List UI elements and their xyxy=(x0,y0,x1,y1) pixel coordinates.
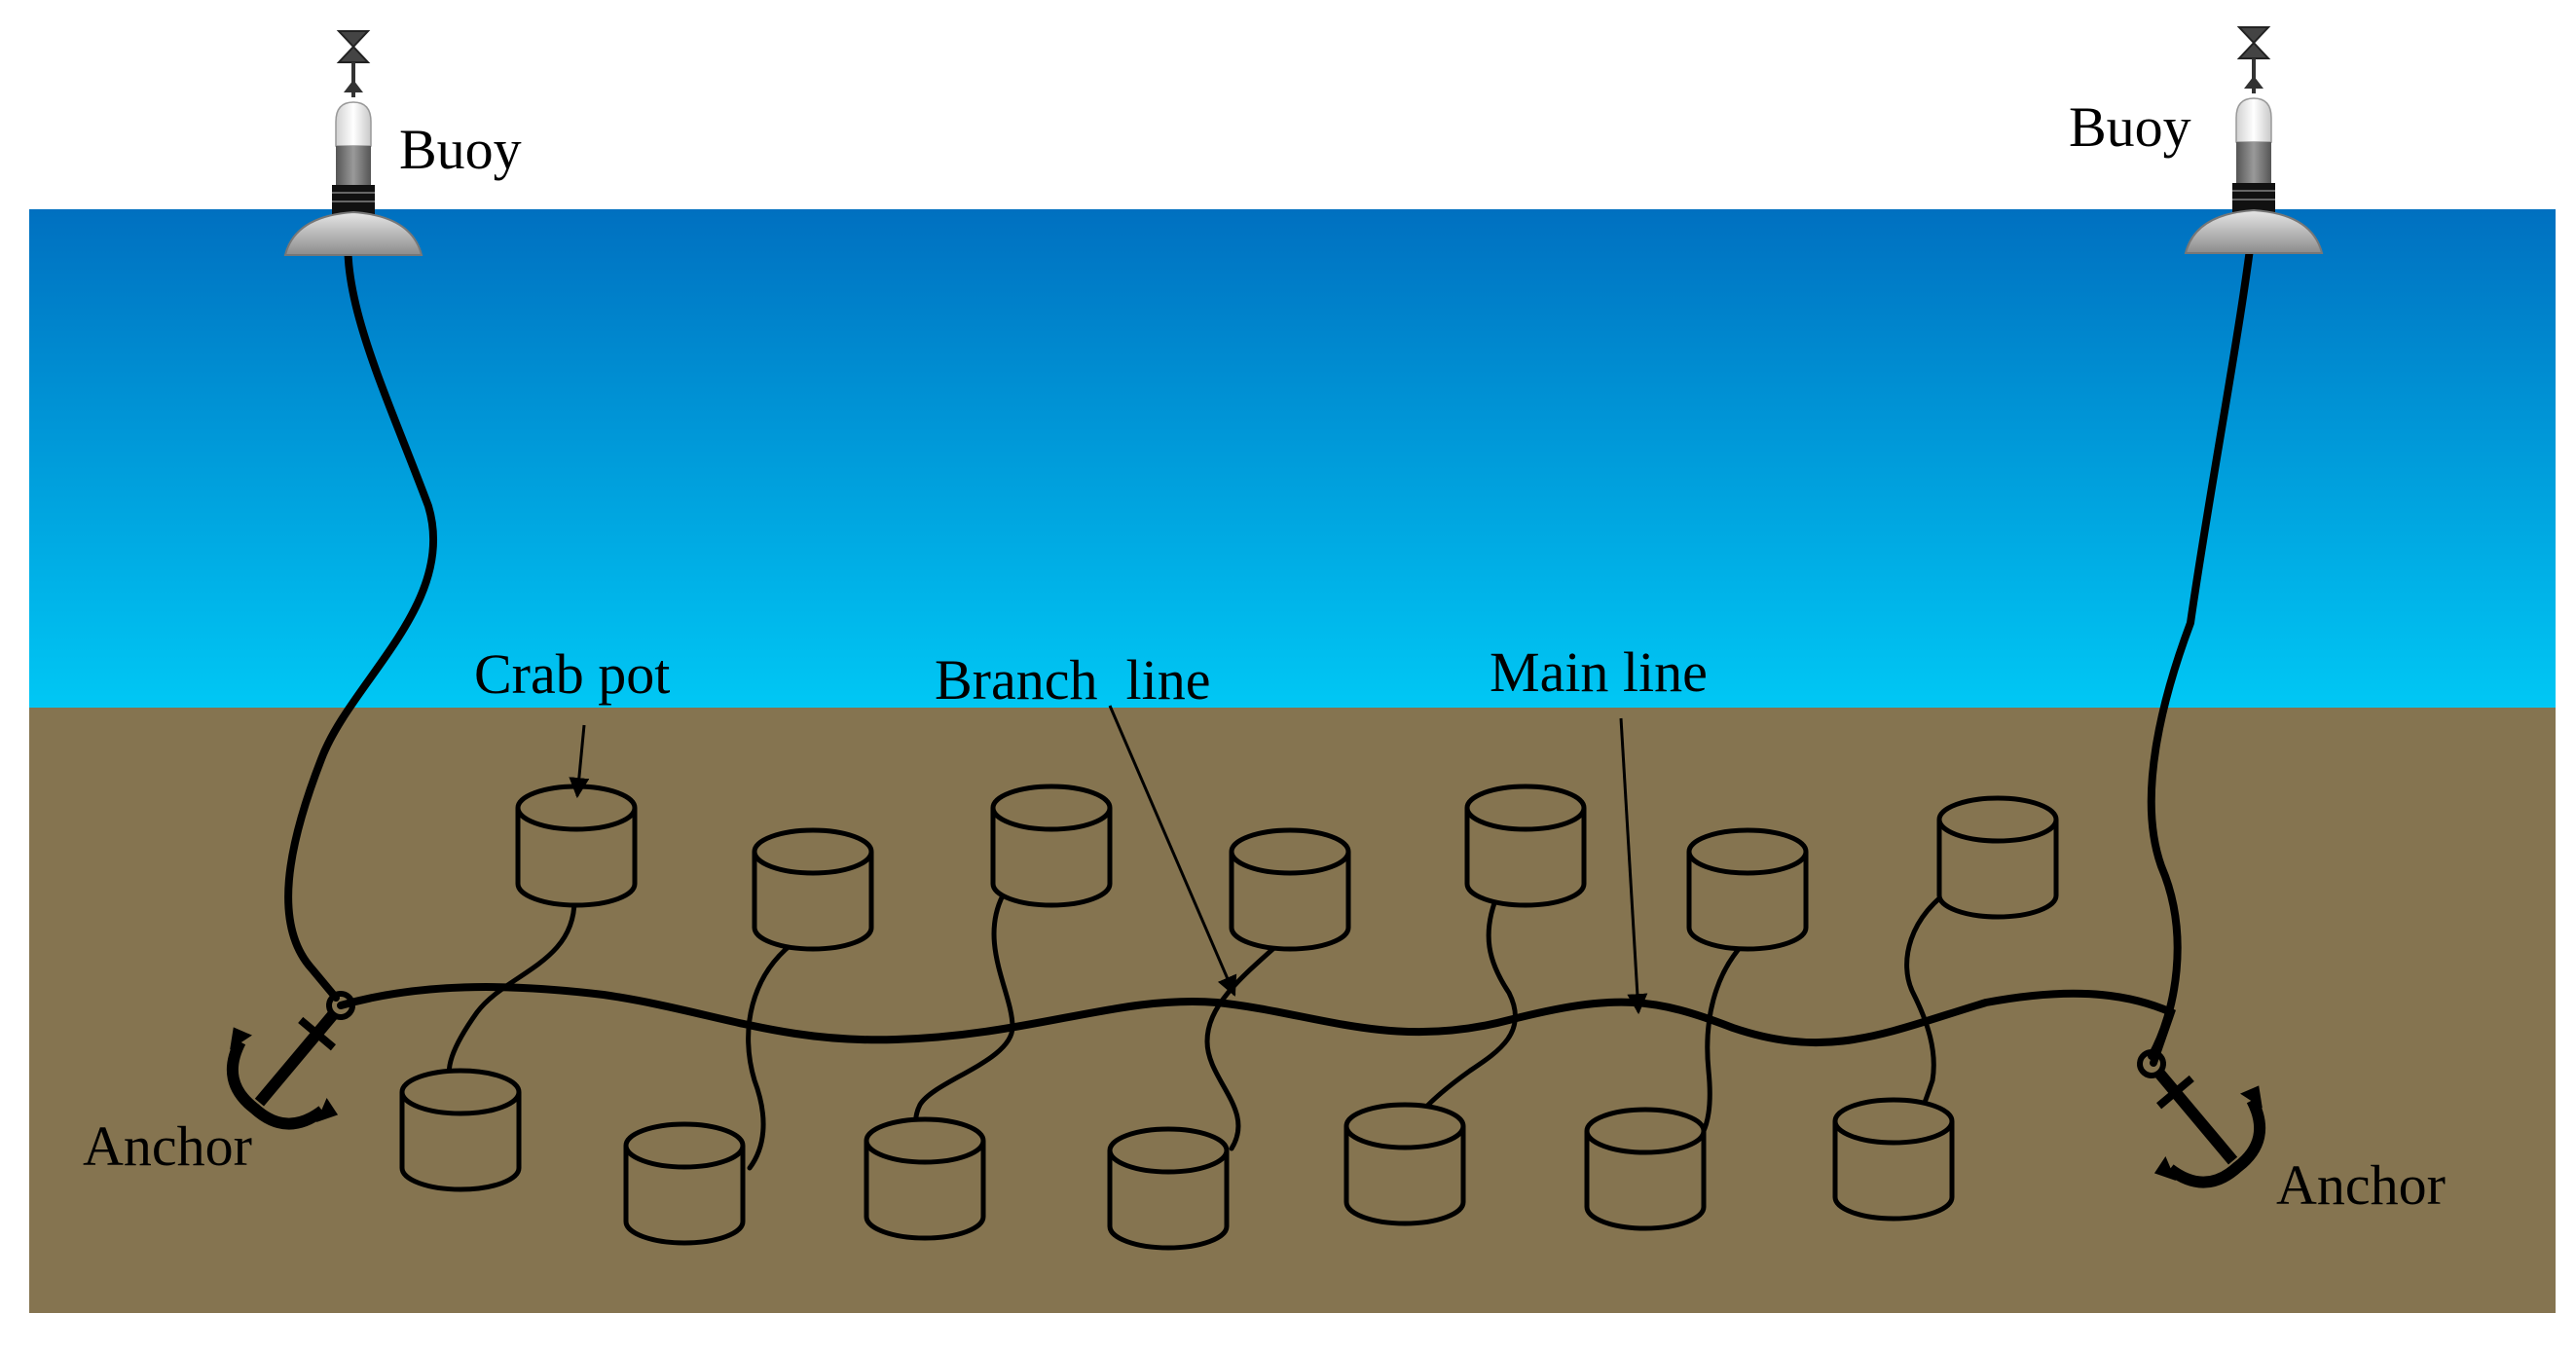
main-line-label: Main line xyxy=(1490,640,1708,704)
crab-pot-icon xyxy=(1229,827,1351,952)
crab-pot-icon xyxy=(1584,1107,1707,1231)
buoy-line-left xyxy=(284,212,438,1002)
crab-pot-icon xyxy=(1343,1102,1466,1226)
anchor-icon-right xyxy=(2137,1049,2266,1188)
marker-buoy-icon-left xyxy=(283,30,423,256)
crab-pots xyxy=(399,784,2059,1251)
anchor-label-left: Anchor xyxy=(83,1114,252,1178)
branch-line-label: Branch line xyxy=(935,648,1210,711)
branch-line xyxy=(1204,927,1298,1151)
branch-line xyxy=(746,936,801,1171)
anchor-icon-left xyxy=(226,991,355,1130)
branch-line xyxy=(446,897,577,1091)
crab-pot-icon xyxy=(1464,784,1587,908)
branch-line-arrow xyxy=(1108,705,1237,997)
crab-pot-icon xyxy=(1107,1126,1230,1251)
crab-pot-icon xyxy=(864,1116,986,1241)
crab-pot-label: Crab pot xyxy=(474,642,670,706)
crab-pot-arrow xyxy=(569,724,590,799)
buoy-label-left: Buoy xyxy=(399,118,522,181)
crab-pot-icon xyxy=(515,784,638,908)
anchor-label-right: Anchor xyxy=(2276,1153,2446,1217)
crab-pot-icon xyxy=(990,784,1113,908)
seabed xyxy=(29,708,2556,1313)
crab-pot-icon xyxy=(623,1121,746,1246)
marker-buoy-icon-right xyxy=(2184,26,2324,254)
crab-pot-icon xyxy=(752,827,874,952)
crab-pot-icon xyxy=(399,1068,522,1192)
buoy-line-right xyxy=(2147,212,2258,1060)
branch-line xyxy=(1407,888,1518,1132)
buoy-label-right: Buoy xyxy=(2069,95,2191,159)
crab-pot-icon xyxy=(1686,827,1809,952)
crab-pot-icon xyxy=(1936,795,2059,920)
main-line-arrow xyxy=(1619,717,1648,1015)
water xyxy=(29,209,2556,711)
main-line xyxy=(337,983,2176,1067)
crab-pot-icon xyxy=(1832,1097,1955,1222)
